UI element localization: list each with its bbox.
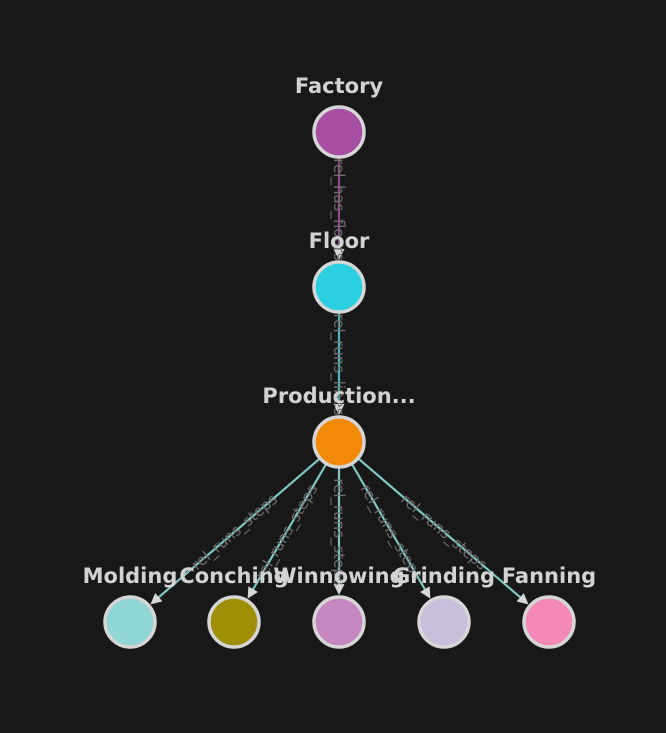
node-circle[interactable] [312,260,366,314]
edge-line [250,463,328,593]
node-circle[interactable] [312,595,366,649]
node-label: Molding [83,564,178,588]
node-grinding[interactable]: Grinding [393,564,495,649]
edge-arrowhead [516,593,529,605]
edge-line [155,457,321,600]
edge-arrowhead [333,249,345,260]
edge-arrowhead [247,586,258,599]
node-label: Conching [179,564,288,588]
edge-floor-production[interactable]: rel_runs_lines [329,312,348,416]
edge-label: rel_runs_lines [329,313,348,415]
node-factory[interactable]: Factory [295,74,384,159]
edge-arrowhead [150,593,163,605]
edge-production-winnowing[interactable]: rel_runs_steps [329,467,348,595]
node-circle[interactable] [103,595,157,649]
node-production[interactable]: Production... [262,384,416,469]
node-label: Fanning [502,564,596,588]
node-floor[interactable]: Floor [309,229,370,314]
edge-arrowhead [420,586,431,599]
edges-layer: rel_has_floors rel_runs_lines rel_runs_ste… [150,157,529,605]
node-circle[interactable] [417,595,471,649]
node-conching[interactable]: Conching [179,564,289,649]
node-label: Winnowing [273,564,404,588]
edge-label: rel_runs_steps [329,478,348,586]
node-circle[interactable] [522,595,576,649]
edge-factory-floor[interactable]: rel_has_floors [329,157,348,261]
node-molding[interactable]: Molding [83,564,178,649]
edge-label: rel_has_floors [329,158,348,261]
edge-line [350,463,428,593]
node-circle[interactable] [312,415,366,469]
node-label: Factory [295,74,384,98]
node-label: Grinding [393,564,495,588]
node-winnowing[interactable]: Winnowing [273,564,405,649]
node-label: Production... [262,384,415,408]
edge-line [357,457,524,601]
edge-arrowhead [333,584,345,595]
node-fanning[interactable]: Fanning [502,564,596,649]
node-label: Floor [309,229,370,253]
node-circle[interactable] [207,595,261,649]
node-circle[interactable] [312,105,366,159]
edge-arrowhead [333,404,345,415]
